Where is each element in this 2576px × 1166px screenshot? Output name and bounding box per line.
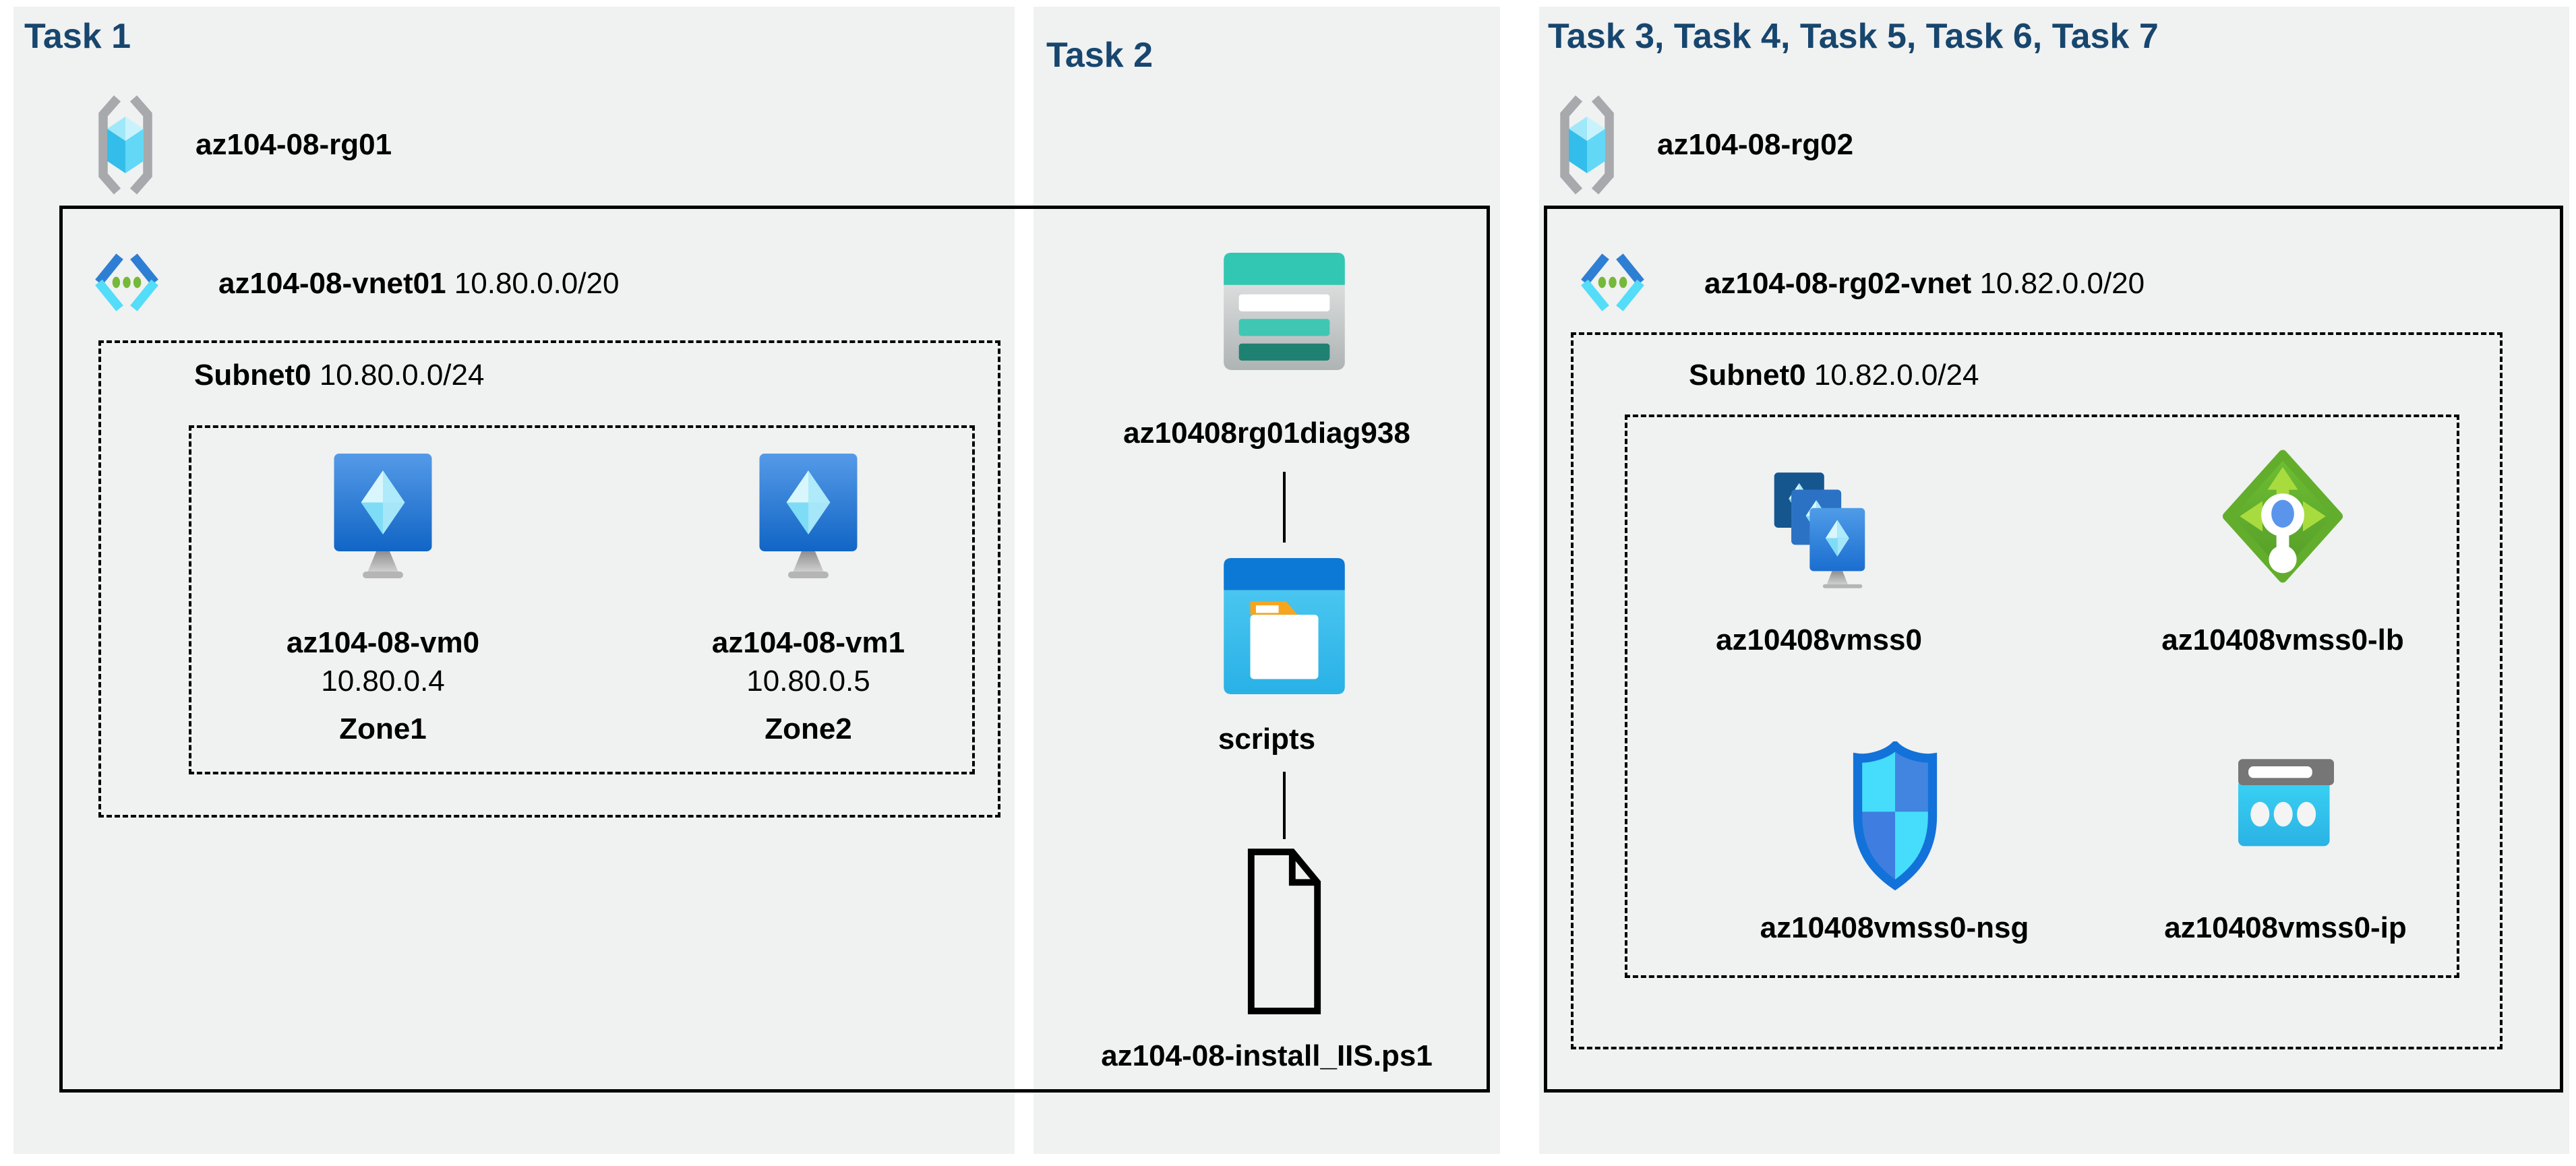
vnet2-cidr: 10.82.0.0/20 <box>1979 267 2145 300</box>
resource-group-icon <box>1560 95 1614 195</box>
subnet1-name: Subnet0 <box>194 359 311 392</box>
connector-line <box>1283 772 1286 839</box>
nsg-label: az10408vmss0-nsg <box>1760 911 2029 944</box>
task1-panel <box>13 7 1015 1154</box>
vnet2-box <box>1544 206 2563 1093</box>
storage-account-icon <box>1224 253 1345 370</box>
subnet1-box <box>98 340 1000 818</box>
script-file-label: az104-08-install_IIS.ps1 <box>1101 1039 1433 1072</box>
network-security-group-icon <box>1853 741 1938 891</box>
subnet1-cidr: 10.80.0.0/24 <box>319 359 485 392</box>
vnet2-name: az104-08-rg02-vnet <box>1704 267 1972 300</box>
vm0-zone: Zone1 <box>339 712 427 745</box>
blob-container-icon <box>1224 558 1345 694</box>
virtual-machine-icon <box>334 454 432 578</box>
storage-account-label: az10408rg01diag938 <box>1123 417 1410 450</box>
public-ip-icon <box>2238 759 2334 847</box>
subnet2-name: Subnet0 <box>1689 359 1806 392</box>
connector-line <box>1283 472 1286 543</box>
vnet1-cidr: 10.80.0.0/20 <box>454 267 620 300</box>
resource-group-icon <box>98 95 152 195</box>
public-ip-label: az10408vmss0-ip <box>2164 911 2407 944</box>
vmss-group-box <box>1625 415 2459 978</box>
task2-header: Task 2 <box>1046 36 1154 75</box>
vnet2-label: az104-08-rg02-vnet 10.82.0.0/20 <box>1704 267 2145 301</box>
vm1-zone: Zone2 <box>765 712 852 745</box>
vm1-name: az104-08-vm1 <box>711 626 905 659</box>
resource-group-name: az104-08-rg01 <box>196 128 392 161</box>
subnet2-cidr: 10.82.0.0/24 <box>1814 359 1979 392</box>
virtual-machine-icon <box>759 454 858 578</box>
vm-scale-set-icon <box>1774 472 1865 588</box>
vnet1-name: az104-08-vnet01 <box>218 267 446 300</box>
vmss-label: az10408vmss0 <box>1716 623 1922 656</box>
vm0-labels: az104-08-vm0 10.80.0.4 Zone1 <box>214 623 551 748</box>
virtual-network-icon <box>1581 253 1644 311</box>
subnet1-label: Subnet0 10.80.0.0/24 <box>194 359 484 392</box>
vm0-name: az104-08-vm0 <box>286 626 480 659</box>
vm1-ip: 10.80.0.5 <box>746 665 870 698</box>
vm1-labels: az104-08-vm1 10.80.0.5 Zone2 <box>640 623 977 748</box>
resource-group-name: az104-08-rg02 <box>1657 128 1854 161</box>
blob-container-label: scripts <box>1218 723 1316 756</box>
load-balancer-icon <box>2222 450 2343 583</box>
vm0-ip: 10.80.0.4 <box>321 665 445 698</box>
vnet1-label: az104-08-vnet01 10.80.0.0/20 <box>218 267 619 301</box>
virtual-network-icon <box>95 253 158 311</box>
subnet2-label: Subnet0 10.82.0.0/24 <box>1689 359 1979 392</box>
load-balancer-label: az10408vmss0-lb <box>2161 623 2404 656</box>
task3-header: Task 3, Task 4, Task 5, Task 6, Task 7 <box>1548 17 2159 56</box>
task3-panel <box>1539 7 2569 1154</box>
subnet2-box <box>1571 332 2503 1049</box>
vnet1-box <box>59 206 1490 1093</box>
file-icon <box>1247 849 1321 1014</box>
vm-group-box <box>189 425 975 774</box>
task1-header: Task 1 <box>24 17 131 56</box>
